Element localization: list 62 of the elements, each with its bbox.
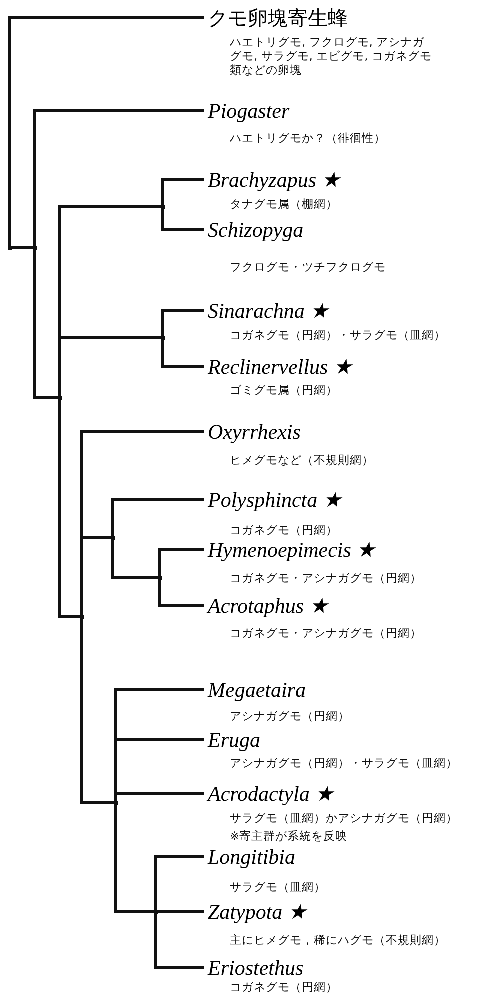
- host-label: ハエトリグモか？（徘徊性）: [230, 131, 386, 145]
- host-label: コガネグモ・アシナガグモ（円網）: [230, 571, 422, 585]
- taxon-name: Polysphincta ★: [207, 488, 342, 512]
- taxon-name: Piogaster: [207, 99, 291, 123]
- host-label: フクログモ・ツチフクログモ: [230, 260, 386, 274]
- taxon-name: Zatypota ★: [207, 900, 308, 924]
- host-label: コガネグモ（円網）: [230, 523, 339, 537]
- host-label: アシナガグモ（円網）: [230, 709, 350, 723]
- host-label: サラグモ（皿網）かアシナガグモ（円網）: [230, 811, 458, 825]
- host-label: ハエトリグモ, フクログモ, アシナガグモ, サラグモ, エビグモ, コガネグモ類などの卵塊: [230, 35, 433, 77]
- taxon-name: Megaetaira: [206, 678, 307, 702]
- host-label: ヒメグモなど（不規則網）: [230, 453, 374, 467]
- branch-point: [161, 205, 165, 209]
- branch-point: [158, 576, 162, 580]
- tree-branch: [154, 914, 204, 970]
- taxon-name: Brachyzapus ★: [207, 168, 341, 192]
- taxon-name: Reclinervellus ★: [207, 355, 352, 379]
- tree-branch: [34, 250, 58, 400]
- tree-branch: [80, 619, 114, 804]
- tree-branch: [114, 792, 204, 801]
- branch-point: [58, 396, 62, 400]
- tree-branch: [8, 16, 204, 246]
- taxon-name: Hymenoepimecis ★: [206, 538, 377, 562]
- taxon-name: Sinarachna ★: [207, 299, 330, 323]
- tree-branch: [162, 340, 204, 368]
- tree-branch: [34, 110, 204, 246]
- taxon-name: Eruga: [206, 728, 262, 752]
- host-label: サラグモ（皿網）: [230, 880, 326, 894]
- branch-point: [114, 801, 118, 805]
- tree-branch: [154, 856, 204, 910]
- host-label: タナグモ属（棚網）: [230, 197, 339, 211]
- tree-branch: [162, 178, 204, 205]
- tree-branch: [112, 498, 204, 536]
- tree-branch: [112, 540, 158, 580]
- tree-branch: [58, 336, 161, 396]
- tree-branch: [162, 310, 204, 336]
- tree-branch: [158, 548, 204, 576]
- taxon-name: Schizopyga: [207, 218, 305, 242]
- host-label: コガネグモ（円網）: [230, 980, 338, 993]
- host-label: アシナガグモ（円網）・サラグモ（皿網）: [230, 756, 458, 770]
- taxon-name: Acrodactyla ★: [206, 782, 336, 806]
- tree-branch: [58, 400, 80, 618]
- host-label: 主にヒメグモ，稀にハグモ（不規則網）: [230, 933, 446, 947]
- tree-branch: [162, 209, 204, 232]
- host-label: コガネグモ・アシナガグモ（円網）: [230, 626, 422, 640]
- branch-point: [154, 910, 158, 914]
- group-title: クモ卵塊寄生蜂: [207, 6, 349, 30]
- branch-point: [161, 336, 165, 340]
- host-label: コガネグモ（円網）・サラグモ（皿網）: [230, 328, 446, 342]
- branch-point: [80, 615, 84, 619]
- branch-point: [33, 246, 37, 250]
- branch-point: [111, 536, 115, 540]
- taxon-name: Oxyrrhexis: [207, 420, 302, 444]
- host-label: ※寄主群が系統を反映: [230, 829, 349, 843]
- taxon-name: Longitibia: [206, 845, 297, 869]
- tree-branch: [114, 805, 154, 914]
- branch-point: [8, 246, 12, 250]
- host-label: ゴミグモ属（円網）: [230, 383, 339, 397]
- tree-branch: [158, 580, 204, 608]
- taxon-name: Eriostethus: [206, 956, 305, 980]
- tree-branch: [80, 536, 111, 615]
- taxon-name: Acrotaphus ★: [206, 594, 330, 618]
